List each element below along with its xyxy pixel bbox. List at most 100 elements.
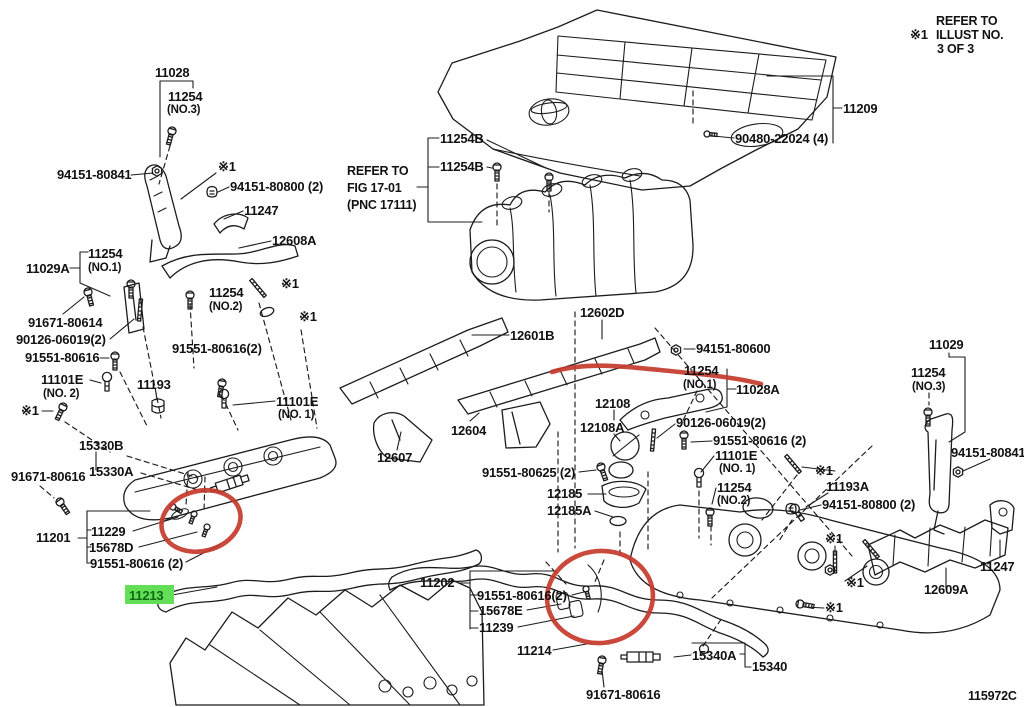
bolt-icon (53, 495, 72, 517)
label-90126-06019-l: 90126-06019(2) (16, 332, 106, 347)
label-115972c: 115972C (968, 689, 1017, 703)
label-91551-80616-bl: 91551-80616 (2) (90, 556, 183, 571)
cylinder-head-cover-left-11201 (123, 436, 337, 521)
label-11101e-no1-l-sub: (NO. 1) (278, 409, 315, 421)
label-11254-no1-r: 11254 (684, 363, 719, 378)
label-11254-no1-r-sub: (NO.1) (683, 379, 717, 391)
label-94151-80841-tl: 94151-80841 (57, 167, 131, 182)
label-11213: 11213 (129, 588, 163, 603)
label-11254-no3-r-sub: (NO.3) (912, 381, 946, 393)
label-11193a: 11193A (826, 479, 870, 494)
label-11254-no3-r: 11254 (911, 365, 946, 380)
label-11254-no3-tl: 11254 (168, 89, 203, 104)
label-11028a: 11028A (736, 382, 780, 397)
note-refer-to: REFER TO (936, 14, 998, 28)
label-15330b: 15330B (79, 438, 123, 453)
bolt-icon (110, 351, 120, 371)
label-11202: 11202 (420, 575, 454, 590)
label-11101e-no2-sub: (NO. 2) (43, 388, 80, 400)
bracket-11247-left (213, 213, 249, 234)
label-91551-80616-lc: 91551-80616(2) (172, 341, 262, 356)
green-highlight (125, 585, 174, 604)
label-11254-no1-l-sub: (NO.1) (88, 262, 122, 274)
label-11029: 11029 (929, 337, 963, 352)
cover-vent-oval (730, 122, 784, 148)
label-ref1-b: ※1 (281, 276, 299, 291)
bolt-icon (492, 162, 502, 182)
label-ref1-a: ※1 (218, 159, 236, 174)
dashed-lines (39, 90, 930, 647)
label-11254-no3-tl-sub: (NO.3) (167, 104, 201, 116)
label-12604: 12604 (451, 423, 487, 438)
label-ref1-h: ※1 (825, 600, 843, 615)
bracket-12608a-part (161, 243, 299, 279)
label-15678e: 15678E (479, 603, 523, 618)
label-12185a: 12185A (547, 503, 592, 518)
bracket-11028-left (144, 164, 182, 263)
label-94151-80600: 94151-80600 (696, 341, 770, 356)
cylinder-block (169, 579, 485, 706)
label-11247-tl: 11247 (244, 203, 278, 218)
label-15340: 15340 (752, 659, 787, 674)
clip-icon (206, 185, 218, 198)
label-12607: 12607 (377, 450, 412, 465)
note-refer-fig-1: REFER TO (347, 164, 409, 178)
label-11214: 11214 (517, 643, 552, 658)
bolt-icon (594, 654, 608, 676)
bolt-icon (703, 130, 718, 139)
note-illust-no: ILLUST NO. (936, 28, 1003, 42)
cylinder-head-cover-right-11202 (629, 497, 1001, 634)
label-94151-80841-r: 94151-80841 (951, 445, 1024, 460)
label-12185: 12185 (547, 486, 582, 501)
note-refer-fig-2: FIG 17-01 (347, 181, 402, 195)
label-11254-no1-l: 11254 (88, 246, 123, 261)
label-15678d: 15678D (89, 540, 133, 555)
red-line-annotation (549, 363, 764, 387)
label-ref1-c: ※1 (299, 309, 317, 324)
label-90126-06019-r: 90126-06019(2) (676, 415, 766, 430)
label-11101e-no1-r: 11101E (715, 448, 758, 463)
sensor-icon (787, 501, 808, 524)
label-12602d: 12602D (580, 305, 624, 320)
throttle-body-flange (469, 239, 515, 285)
bolt-icon (200, 522, 212, 539)
label-12108: 12108 (595, 396, 630, 411)
label-11247-r: 11247 (980, 559, 1014, 574)
label-11101e-no1-r-sub: (NO. 1) (719, 463, 756, 475)
label-ref1-f: ※1 (825, 531, 843, 546)
label-91671-80614: 91671-80614 (28, 315, 103, 330)
parts-12108-12185 (601, 431, 647, 527)
bolt-icon (214, 377, 228, 399)
label-11254b-1: 11254B (440, 131, 484, 146)
heat-insulator-12609a (867, 519, 1009, 576)
label-ref1-g: ※1 (846, 575, 864, 590)
hanger-bracket-11028a (619, 388, 723, 431)
label-ref1-d: ※1 (21, 403, 39, 418)
label-94151-80800-tl: 94151-80800 (2) (230, 179, 323, 194)
label-91671-80616-bc: 91671-80616 (586, 687, 660, 702)
label-12108a: 12108A (580, 420, 625, 435)
stud-icon (784, 453, 802, 475)
note-ref1-mark: ※1 (910, 27, 928, 42)
label-11239: 11239 (479, 620, 513, 635)
nut-icon (151, 165, 163, 177)
intake-manifold (469, 168, 694, 301)
label-91551-80616-r: 91551-80616 (2) (713, 433, 806, 448)
note-3of3: 3 OF 3 (937, 42, 974, 56)
stud-icon (249, 277, 267, 299)
label-11029a: 11029A (26, 261, 70, 276)
label-12609a: 12609A (924, 582, 969, 597)
label-11254-no2-r: 11254 (717, 480, 752, 495)
label-91671-80616-l: 91671-80616 (11, 469, 85, 484)
labels-layer: 1102811254(NO.3)94151-80841※194151-80800… (11, 14, 1024, 703)
label-11101e-no1-l: 11101E (276, 394, 319, 409)
fastener-icons (52, 125, 964, 676)
sensor-icon (101, 371, 113, 392)
red-circle-annotation (159, 488, 243, 554)
heat-insulator-12601b (339, 317, 509, 405)
bolt-icon (794, 598, 816, 612)
label-11201: 11201 (36, 530, 70, 545)
head-cover-gasket-11214 (388, 564, 769, 658)
